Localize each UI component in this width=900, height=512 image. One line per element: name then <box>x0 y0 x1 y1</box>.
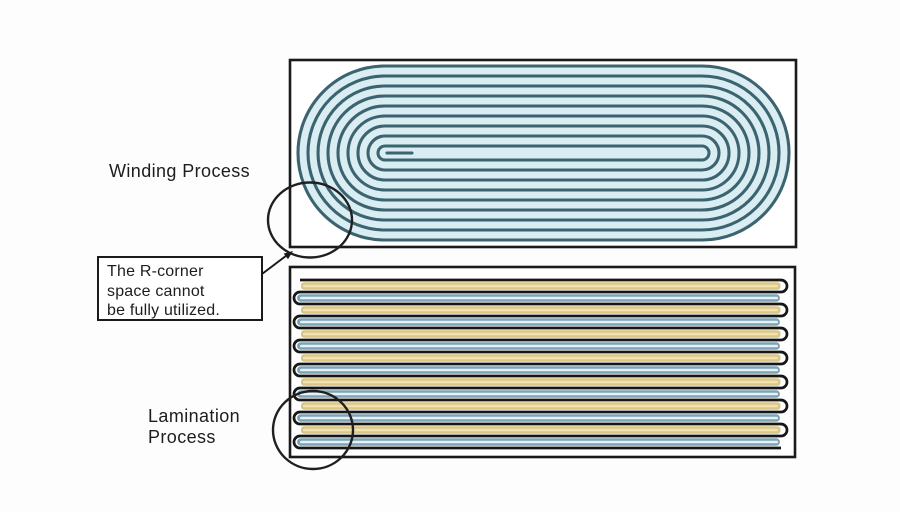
winding-spiral-turn <box>316 84 771 222</box>
separator-zigzag <box>292 278 789 450</box>
cathode-layer-core <box>303 356 778 360</box>
winding-spiral-fill <box>298 66 789 240</box>
callout-arrowhead <box>283 251 293 260</box>
winding-spiral-turn <box>376 144 711 162</box>
winding-diagram <box>266 58 798 259</box>
cathode-layer-core <box>303 404 778 408</box>
callout-text-line: space cannot <box>107 282 205 300</box>
winding-spiral-turn <box>356 124 731 182</box>
cathode-layer-core <box>303 308 778 312</box>
lamination-label-line: Process <box>148 427 216 447</box>
lamination-process-label: Lamination Process <box>148 406 240 448</box>
cathode-layer-core <box>303 284 778 288</box>
anode-layer-core <box>300 344 778 348</box>
winding-spiral-turn <box>346 114 741 192</box>
winding-process-label: Winding Process <box>109 161 251 181</box>
anode-layer-core <box>300 440 778 444</box>
cathode-layer-core <box>303 428 778 432</box>
callout-text-line: The R-corner <box>107 263 204 280</box>
anode-layer-core <box>300 296 778 300</box>
r-corner-highlight-circle <box>266 181 354 259</box>
cathode-layer-core <box>303 332 778 336</box>
callout-text-line: be fully utilized. <box>107 302 220 319</box>
anode-layer-core <box>300 320 778 324</box>
winding-spiral-turn <box>296 64 791 242</box>
callout-arrow <box>257 251 293 278</box>
anode-layer-core <box>300 368 778 372</box>
winding-spiral-turn <box>366 134 721 172</box>
anode-layer-core <box>300 416 778 420</box>
winding-spiral-turn <box>306 74 781 232</box>
cathode-layer-core <box>303 380 778 384</box>
lamination-label-line: Lamination <box>148 406 241 426</box>
r-corner-callout-box: The R-corner space cannot be fully utili… <box>97 256 263 321</box>
winding-spiral-turn <box>326 94 761 212</box>
winding-spiral-turn <box>336 104 751 202</box>
anode-layer-core <box>300 392 778 396</box>
lamination-highlight-circle <box>271 389 355 471</box>
lamination-diagram <box>271 265 797 471</box>
